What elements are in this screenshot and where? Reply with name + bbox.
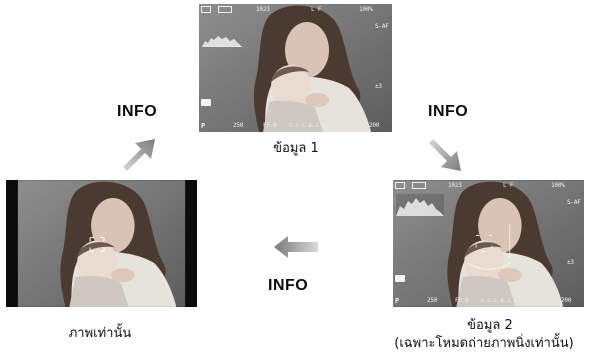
info-button-label-top-right: INFO [428,103,469,120]
top-status-bar [395,182,427,191]
arrow-up-right-icon [123,139,155,171]
caption-info2-line1: ข้อมูล 2 [467,318,513,333]
aperture-value: F5.6 [263,122,277,129]
af-mode: S-AF [567,199,581,206]
info-button-label-bottom: INFO [268,277,309,294]
info-button-label-top-left: INFO [117,103,158,120]
screen-info2: 1023 L F 100% S-AF ±3 P 250 F5.6 -3..2..… [393,180,584,307]
shooting-mode: P [395,297,400,305]
record-format: L F [311,6,322,13]
card-count: 1023 [448,182,462,189]
shutter-speed: 250 [427,297,438,304]
screen-info1: 1023 L F 100% S-AF ±3 P 250 F5.6 -3..2..… [199,4,392,132]
screen-image-only [6,180,197,307]
shutter-speed: 250 [233,122,244,129]
photo-mother-baby [393,180,584,307]
histogram [202,36,242,47]
iso-value: 200 [369,122,380,129]
caption-info2-line2: (เฉพาะโหมดถ่ายภาพนิ่งเท่านั้น) [394,336,574,351]
photo-mother-baby [6,180,197,307]
exposure-scale: -3..2..1..0..1..2..3 [287,123,332,128]
caption-info1: ข้อมูล 1 [273,141,319,156]
histogram [396,194,444,216]
photo-mother-baby [199,4,392,132]
shooting-mode: P [201,122,206,130]
iso-value: 200 [561,297,572,304]
battery-indicator: 100% [551,182,565,189]
record-format: L F [503,182,514,189]
battery-indicator: 100% [359,6,373,13]
arrow-down-right-icon [429,139,461,171]
caption-image-only: ภาพเท่านั้น [68,326,132,341]
camera-icon [201,99,211,106]
exposure-comp: ±3 [375,83,382,90]
camera-icon [395,275,405,282]
aperture-value: F5.6 [455,297,469,304]
exposure-comp: ±3 [567,259,574,266]
card-count: 1023 [256,6,270,13]
top-status-bar [201,6,233,15]
arrow-left-icon [274,236,318,258]
exposure-scale: -3..2..1..0..1..2..3 [479,298,524,303]
af-mode: S-AF [375,23,389,30]
